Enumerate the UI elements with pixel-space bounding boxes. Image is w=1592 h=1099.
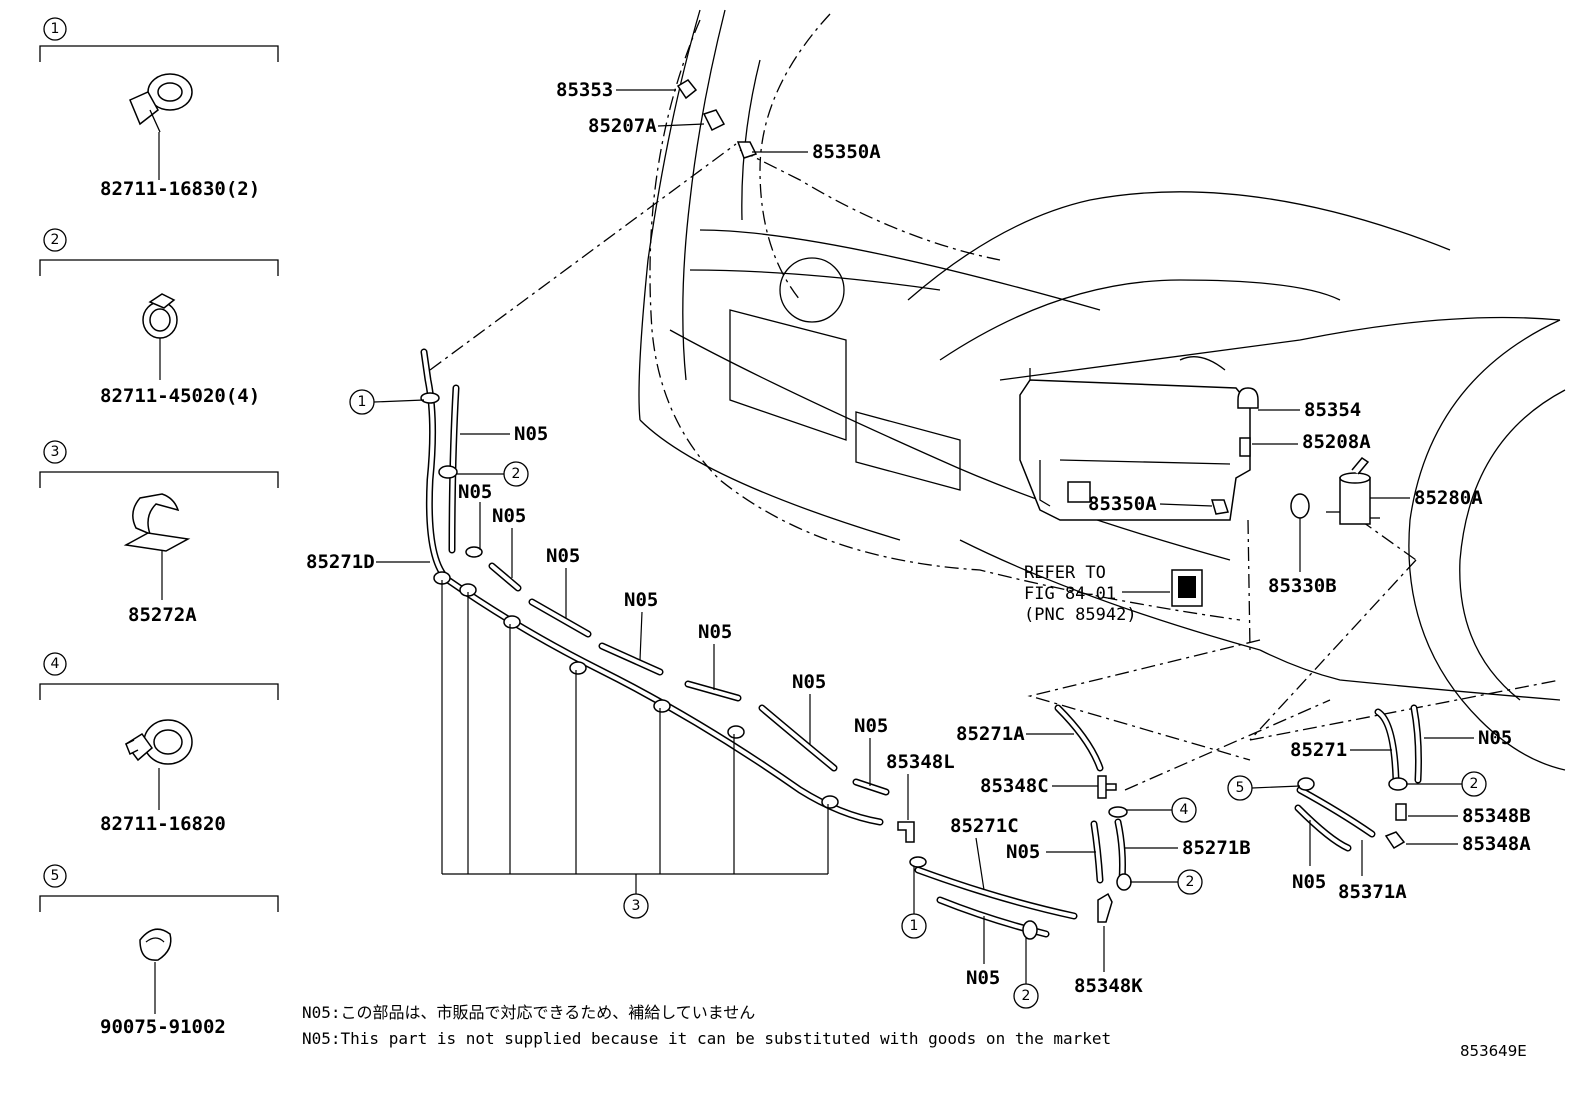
part-labels: 85353 85207A 85350A 85354 85208A 85350A … xyxy=(306,79,1531,997)
refer-line-3: (PNC 85942) xyxy=(1024,605,1137,625)
cap-85353-icon xyxy=(676,79,698,100)
label-85348A: 85348A xyxy=(1462,833,1531,855)
clip-legend-item-3: 3 85272A xyxy=(39,440,279,626)
check-valve-85207A-icon xyxy=(702,109,726,132)
hose-clamp-icon xyxy=(129,73,193,133)
label-85207A: 85207A xyxy=(588,115,657,137)
refer-line-1: REFER TO xyxy=(1024,563,1106,583)
nozzle-parts-top xyxy=(676,79,758,159)
nozzle-85350A-top-icon xyxy=(736,141,758,159)
washer-hoses xyxy=(420,348,1422,938)
label-n05-10: N05 xyxy=(966,967,1000,989)
clip-number-4: 4 xyxy=(51,656,60,672)
label-85354: 85354 xyxy=(1304,399,1361,421)
label-n05-5: N05 xyxy=(624,589,658,611)
refer-connector-icon xyxy=(1171,569,1203,607)
joint-85348C-icon xyxy=(1097,775,1117,799)
label-n05-12: N05 xyxy=(1292,871,1326,893)
refer-to-note: REFER TO FIG 84-01 (PNC 85942) xyxy=(1024,563,1170,625)
clip-number-1: 1 xyxy=(51,21,60,37)
clip-part-number-1: 82711-16830(2) xyxy=(100,178,260,200)
joint-85348B-icon xyxy=(1395,803,1407,821)
callout-circles: 1 2 3 1 2 4 2 5 2 xyxy=(349,389,1487,1009)
washer-tank xyxy=(1019,356,1251,521)
hose-holder-icon xyxy=(123,493,191,552)
callout-clip-1-b: 1 xyxy=(910,918,919,934)
callout-clip-2-a: 2 xyxy=(512,466,521,482)
label-85271B: 85271B xyxy=(1182,837,1251,859)
clip-legend: 1 82711-16830(2) 2 82711-45020(4) xyxy=(39,17,279,1038)
dashed-reference-lines xyxy=(429,13,1561,791)
tank-fittings xyxy=(1171,387,1380,607)
label-85348K: 85348K xyxy=(1074,975,1143,997)
label-85353: 85353 xyxy=(556,79,613,101)
clip-part-number-2: 82711-45020(4) xyxy=(100,385,260,407)
clip-legend-item-2: 2 82711-45020(4) xyxy=(39,228,279,407)
callout-clip-5: 5 xyxy=(1236,780,1245,796)
callout-clip-4: 4 xyxy=(1180,802,1189,818)
label-85271D: 85271D xyxy=(306,551,375,573)
clip-legend-item-5: 5 90075-91002 xyxy=(39,864,279,1038)
refer-line-2: FIG 84-01 xyxy=(1024,584,1116,604)
label-85271A: 85271A xyxy=(956,723,1025,745)
clip-number-3: 3 xyxy=(51,444,60,460)
clip-number-2: 2 xyxy=(51,232,60,248)
label-85280A: 85280A xyxy=(1414,487,1483,509)
callout-clip-2-c: 2 xyxy=(1186,874,1195,890)
clip-legend-item-4: 4 82711-16820 xyxy=(39,652,279,835)
clip-part-number-4: 82711-16820 xyxy=(100,813,226,835)
footnotes: N05:この部品は、市販品で対応できるため、補給していません N05:This … xyxy=(302,1003,1111,1048)
label-85271: 85271 xyxy=(1290,739,1347,761)
label-n05-4: N05 xyxy=(546,545,580,567)
label-85371A: 85371A xyxy=(1338,881,1407,903)
label-85348C: 85348C xyxy=(980,775,1049,797)
joint-85348L-icon xyxy=(897,821,915,843)
cap-85354-icon xyxy=(1237,387,1259,409)
hose-joints xyxy=(897,775,1407,923)
screw-clamp-icon xyxy=(124,719,193,765)
callout-clip-2-b: 2 xyxy=(1022,988,1031,1004)
diagram-code: 853649E xyxy=(1460,1042,1527,1060)
label-n05-2: N05 xyxy=(458,481,492,503)
grommet-85330B-icon xyxy=(1290,493,1310,519)
label-85208A: 85208A xyxy=(1302,431,1371,453)
clip-legend-item-1: 1 82711-16830(2) xyxy=(39,17,279,200)
label-n05-6: N05 xyxy=(698,621,732,643)
label-n05-3: N05 xyxy=(492,505,526,527)
label-85271C: 85271C xyxy=(950,815,1019,837)
label-85330B: 85330B xyxy=(1268,575,1337,597)
label-n05-11: N05 xyxy=(1478,727,1512,749)
label-n05-9: N05 xyxy=(1006,841,1040,863)
label-85348B: 85348B xyxy=(1462,805,1531,827)
clip-3-bracket xyxy=(441,580,829,894)
clip-part-number-3: 85272A xyxy=(128,604,197,626)
vehicle-body-outline xyxy=(638,9,1566,771)
clip-part-number-5: 90075-91002 xyxy=(100,1016,226,1038)
callout-clip-3: 3 xyxy=(632,898,641,914)
label-n05-8: N05 xyxy=(854,715,888,737)
callout-clip-2-d: 2 xyxy=(1470,776,1479,792)
clip-number-5: 5 xyxy=(51,868,60,884)
label-n05-1: N05 xyxy=(514,423,548,445)
note-japanese: N05:この部品は、市販品で対応できるため、補給していません xyxy=(302,1003,755,1022)
note-english: N05:This part is not supplied because it… xyxy=(302,1029,1111,1048)
callout-clip-1-a: 1 xyxy=(358,394,367,410)
label-85350A-tank: 85350A xyxy=(1088,493,1157,515)
nozzle-85350A-tank-icon xyxy=(1211,499,1229,515)
washer-motor-85280A-icon xyxy=(1326,457,1380,525)
label-85348L: 85348L xyxy=(886,751,955,773)
joint-85208A-icon xyxy=(1239,437,1251,457)
joint-85348A-icon xyxy=(1384,831,1406,850)
grommet-icon xyxy=(139,928,172,961)
label-n05-7: N05 xyxy=(792,671,826,693)
hose-clips xyxy=(420,392,1408,940)
label-85350A-top: 85350A xyxy=(812,141,881,163)
ring-clamp-icon xyxy=(142,293,178,339)
joint-85348K-icon xyxy=(1097,892,1113,923)
